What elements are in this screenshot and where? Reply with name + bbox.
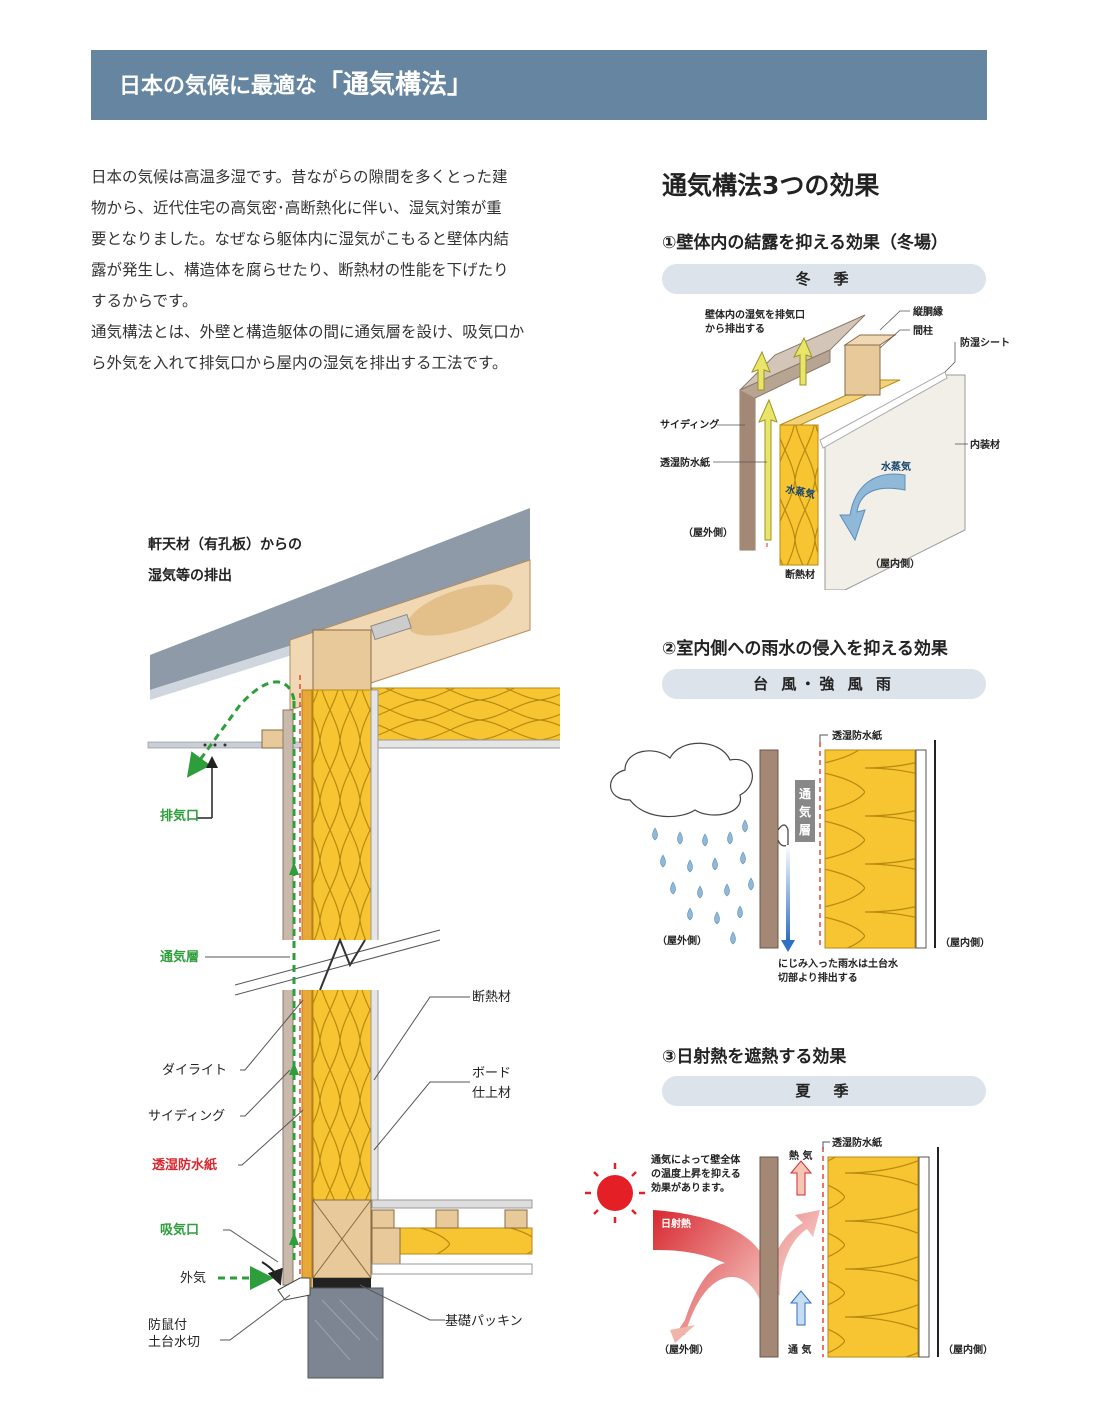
e2-drain-arrow bbox=[781, 940, 795, 952]
label-insulation: 断熱材 bbox=[472, 990, 511, 1005]
page-header: 日本の気候に最適な「通気構法」 bbox=[91, 50, 987, 120]
e3-label-note-1: 通気によって壁全体 bbox=[651, 1153, 741, 1166]
svg-text:気: 気 bbox=[799, 804, 811, 819]
season-pill-winter: 冬 季 bbox=[662, 264, 986, 294]
e3-solar-heat-arrow bbox=[653, 1210, 820, 1335]
label-sill-flashing-line1: 防鼠付 bbox=[148, 1317, 187, 1333]
label-board-line1: ボード bbox=[472, 1066, 511, 1081]
effects-title: 通気構法3つの効果 bbox=[662, 171, 880, 200]
e1-label-steam-right: 水蒸気 bbox=[880, 460, 911, 473]
e3-hot-air-arrow bbox=[789, 1160, 813, 1196]
e1-label-interior: 内装材 bbox=[970, 438, 1000, 451]
sill-flashing bbox=[277, 1277, 311, 1301]
e1-insulation bbox=[779, 424, 819, 566]
intro-paragraph-2: 通気構法とは、外壁と構造躯体の間に通気層を設け、吸気口か ら外気を入れて排気口か… bbox=[91, 323, 525, 372]
e2-raindrops-icon bbox=[652, 819, 754, 945]
effect-1-title: ①壁体内の結露を抑える効果（冬場） bbox=[662, 233, 948, 253]
foundation-packing bbox=[313, 1278, 371, 1288]
e1-label-indoor: （屋内側） bbox=[870, 557, 920, 570]
e3-label-hot-air: 熱 気 bbox=[789, 1149, 812, 1162]
e2-label-indoor: （屋内側） bbox=[940, 936, 990, 949]
roof-tiles bbox=[150, 508, 530, 690]
wall-section-diagram: 軒天材（有孔板）からの 湿気等の排出 排気口 通気層 断熱材 ダイライト ボード… bbox=[147, 508, 560, 1379]
season-pill-storm: 台 風・強 風 雨 bbox=[662, 669, 986, 699]
e1-label-insulation: 断熱材 bbox=[785, 568, 815, 581]
label-sill-flashing-line2: 土台水切 bbox=[148, 1335, 200, 1350]
e2-label-membrane: 透湿防水紙 bbox=[832, 729, 882, 742]
e3-label-membrane: 透湿防水紙 bbox=[832, 1136, 882, 1149]
e1-label-discharge-2: から排出する bbox=[705, 322, 765, 335]
e2-siding bbox=[759, 749, 779, 949]
e2-label-outdoor: （屋外側） bbox=[657, 934, 707, 947]
e1-rising-arrow-1 bbox=[758, 398, 778, 541]
label-foundation-packing: 基礎パッキン bbox=[445, 1314, 523, 1329]
siding-panel bbox=[282, 709, 294, 1286]
e1-label-stud: 間柱 bbox=[913, 324, 933, 337]
e1-stud bbox=[844, 344, 881, 396]
e3-label-indoor: （屋内側） bbox=[943, 1343, 993, 1356]
season-pill-summer: 夏 季 bbox=[662, 1076, 986, 1106]
label-outside-air: 外気 bbox=[180, 1270, 206, 1286]
e2-label-drain-2: 切部より排出する bbox=[778, 971, 858, 984]
ceiling-insulation bbox=[371, 687, 560, 741]
e2-cloud-icon bbox=[610, 742, 753, 818]
top-plate bbox=[312, 629, 372, 691]
e3-insulation bbox=[827, 1156, 919, 1358]
eaves-caption-line1: 軒天材（有孔板）からの bbox=[148, 536, 302, 553]
svg-text:層: 層 bbox=[799, 823, 811, 837]
label-membrane: 透湿防水紙 bbox=[152, 1157, 217, 1173]
e2-insulation bbox=[824, 749, 916, 949]
exhaust-airflow-arrow bbox=[186, 680, 296, 778]
effect-2-title: ②室内側への雨水の侵入を抑える効果 bbox=[662, 639, 948, 659]
effect-1-diagram: 壁体内の湿気を排気口 から排出する 縦胴縁 間柱 防湿シート サイディング 内装… bbox=[660, 305, 1010, 590]
e1-label-vapor-sheet: 防湿シート bbox=[960, 336, 1010, 349]
page-title: 日本の気候に最適な「通気構法」 bbox=[119, 50, 473, 120]
e1-label-membrane: 透湿防水紙 bbox=[660, 456, 710, 469]
eaves-caption-line2: 湿気等の排出 bbox=[148, 567, 232, 584]
label-dailite: ダイライト bbox=[162, 1063, 227, 1078]
e1-label-outdoor: （屋外側） bbox=[683, 526, 733, 539]
effect-3-diagram: 透湿防水紙 通気によって壁全体 の温度上昇を抑える 効果があります。 熱 気 日… bbox=[585, 1136, 993, 1358]
title-main: 「通気構法」 bbox=[317, 70, 474, 100]
e2-vent-layer-tag bbox=[795, 780, 815, 842]
title-prefix: 日本の気候に最適な bbox=[119, 74, 318, 99]
e1-steam-arrow bbox=[839, 473, 906, 542]
e3-label-outdoor: （屋外側） bbox=[659, 1343, 709, 1356]
effect-2-diagram: 通 気 層 透湿防水紙 （屋外側） （屋内側） にじみ入った雨水は土台水 切部よ… bbox=[610, 729, 990, 984]
foundation bbox=[307, 1287, 384, 1379]
e3-vent-arrow bbox=[789, 1290, 813, 1326]
e1-label-furring: 縦胴縁 bbox=[913, 305, 943, 318]
label-siding: サイディング bbox=[148, 1108, 225, 1124]
intro-paragraph-1: 日本の気候は高温多湿です。昔ながらの隙間を多くとった建 物から、近代住宅の高気密… bbox=[91, 168, 510, 310]
e3-label-solar: 日射熱 bbox=[661, 1217, 691, 1230]
intro-text: 日本の気候は高温多湿です。昔ながらの隙間を多くとった建 物から、近代住宅の高気密… bbox=[91, 162, 591, 379]
e3-label-note-3: 効果があります。 bbox=[651, 1181, 730, 1194]
label-exhaust: 排気口 bbox=[160, 808, 199, 824]
svg-text:通: 通 bbox=[799, 786, 811, 801]
label-intake: 吸気口 bbox=[160, 1222, 199, 1238]
e3-sun-icon bbox=[585, 1163, 645, 1223]
effect-3-title: ③日射熱を遮熱する効果 bbox=[662, 1047, 847, 1067]
e2-label-drain-1: にじみ入った雨水は土台水 bbox=[778, 957, 899, 970]
e3-label-ventilation: 通 気 bbox=[788, 1343, 811, 1356]
label-vent-layer: 通気層 bbox=[160, 949, 199, 965]
e1-label-siding: サイディング bbox=[660, 418, 719, 431]
e3-siding bbox=[759, 1156, 779, 1358]
e1-label-discharge-1: 壁体内の湿気を排気口 bbox=[705, 308, 805, 321]
e3-label-note-2: の温度上昇を抑える bbox=[651, 1167, 741, 1180]
label-board-line2: 仕上材 bbox=[472, 1086, 511, 1101]
